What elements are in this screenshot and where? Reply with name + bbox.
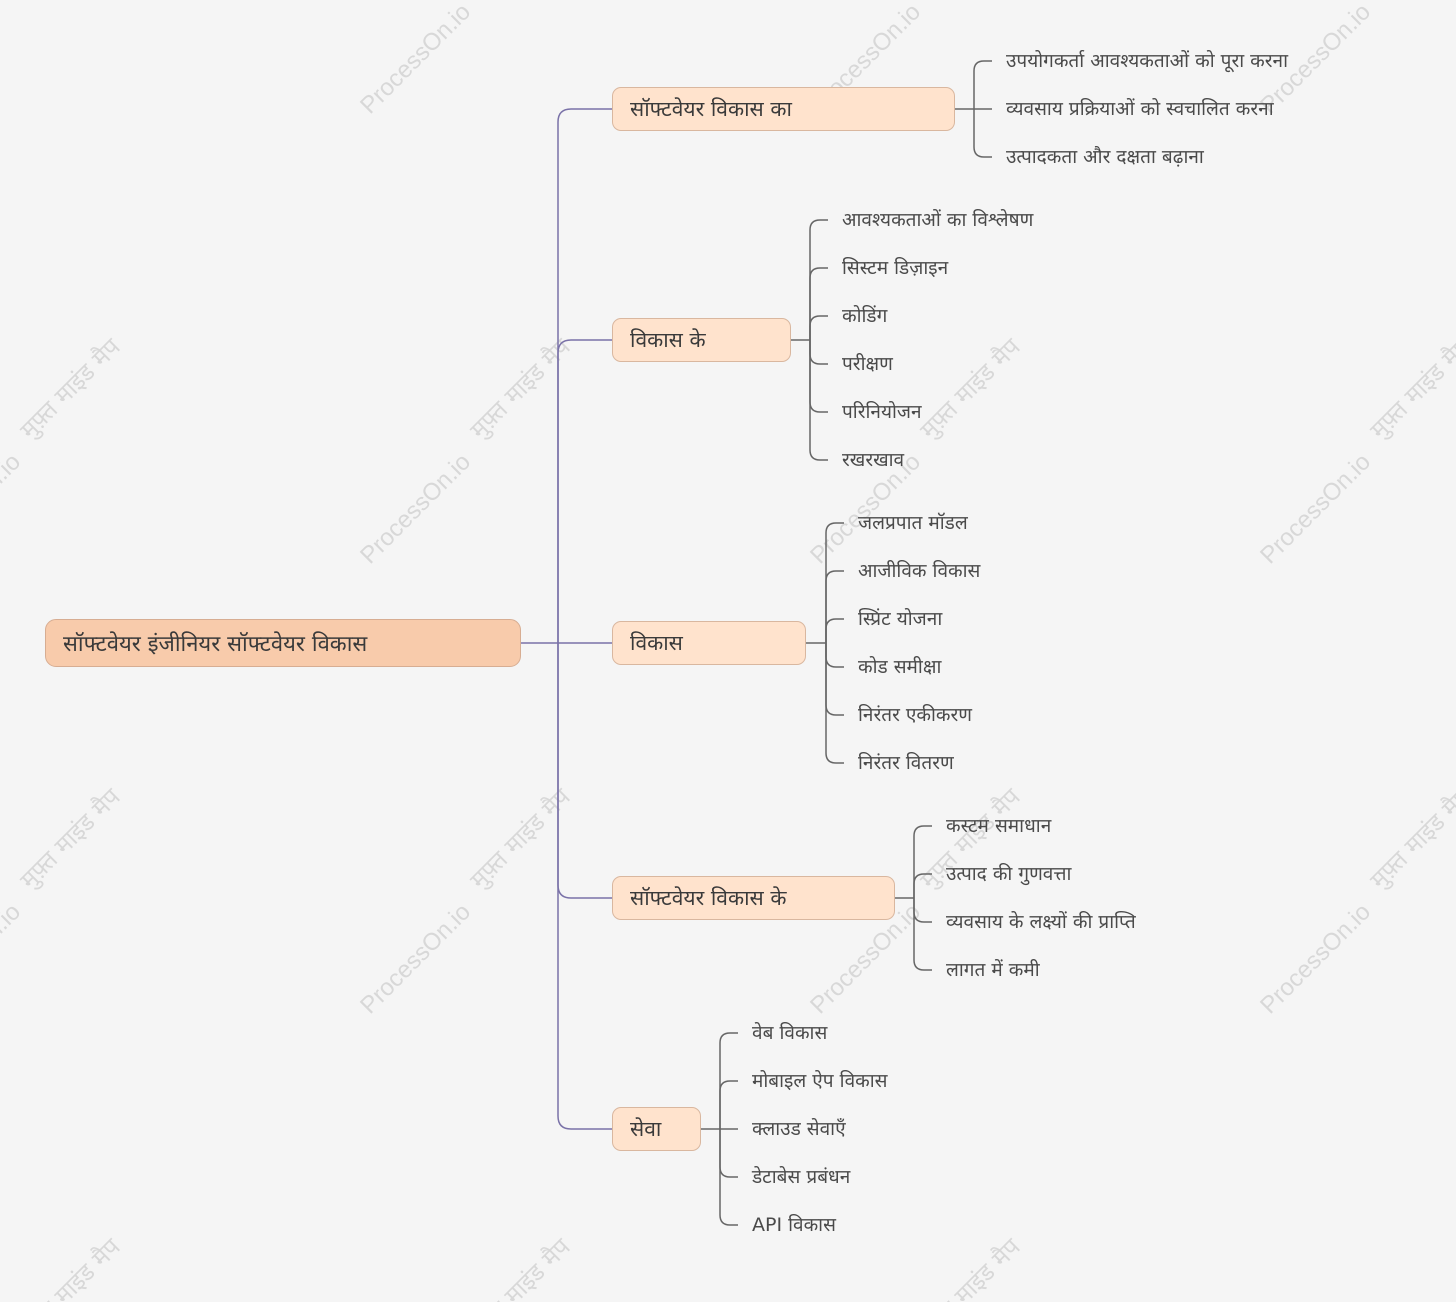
watermark-text: मुफ़्त माइंड मैप — [14, 333, 126, 445]
connector-leaf-4 — [913, 873, 932, 898]
connector-branch-2 — [557, 339, 612, 643]
connector-leaf-3 — [825, 618, 844, 643]
leaf-topic[interactable]: उपयोगकर्ता आवश्यकताओं को पूरा करना — [1006, 50, 1289, 72]
branch-node-3[interactable]: विकास — [612, 621, 806, 665]
watermark-text: मुफ़्त माइंड मैप — [14, 783, 126, 895]
watermark-text: ProcessOn.io — [0, 898, 26, 1019]
watermark-text: ProcessOn.io — [1255, 448, 1376, 569]
watermark-text: ProcessOn.io — [355, 0, 476, 119]
leaf-topic[interactable]: कोड समीक्षा — [858, 656, 942, 678]
leaf-topic[interactable]: आवश्यकताओं का विश्लेषण — [842, 209, 1034, 231]
leaf-topic[interactable]: उत्पादकता और दक्षता बढ़ाना — [1006, 146, 1204, 168]
root-node-label: सॉफ्टवेयर इंजीनियर सॉफ्टवेयर विकास — [63, 632, 368, 657]
connector-leaf-2 — [809, 340, 828, 413]
connector-leaf-3 — [825, 643, 844, 716]
leaf-topic[interactable]: वेब विकास — [752, 1022, 828, 1044]
leaf-topic[interactable]: रखरखाव — [842, 449, 905, 471]
connector-branch-5 — [557, 643, 612, 1130]
leaf-topic[interactable]: उत्पाद की गुणवत्ता — [946, 863, 1072, 885]
leaf-topic[interactable]: लागत में कमी — [946, 959, 1040, 981]
watermark-text: ProcessOn.io — [1255, 898, 1376, 1019]
branch-node-label: सॉफ्टवेयर विकास के — [630, 886, 787, 910]
connector-leaf-3 — [825, 643, 844, 668]
leaf-topic[interactable]: कस्टम समाधान — [946, 815, 1052, 837]
connector-leaf-2 — [809, 340, 828, 365]
connector-leaf-3 — [825, 570, 844, 643]
watermark-text: मुफ़्त माइंड मैप — [14, 1233, 126, 1302]
leaf-topic[interactable]: मोबाइल ऐप विकास — [752, 1070, 888, 1092]
connector-leaf-4 — [913, 898, 932, 971]
leaf-topic[interactable]: आजीविक विकास — [858, 560, 981, 582]
branch-node-1[interactable]: सॉफ्टवेयर विकास का — [612, 87, 955, 131]
leaf-topic[interactable]: निरंतर वितरण — [858, 752, 954, 774]
connector-leaf-1 — [973, 60, 992, 109]
leaf-topic[interactable]: API विकास — [752, 1214, 836, 1236]
leaf-connectors — [701, 60, 992, 1226]
leaf-topic[interactable]: व्यवसाय प्रक्रियाओं को स्वचालित करना — [1006, 98, 1274, 120]
leaf-topic[interactable]: क्लाउड सेवाएँ — [752, 1118, 846, 1140]
watermark-text: मुफ़्त माइंड मैप — [1364, 333, 1456, 445]
watermark-text: मुफ़्त माइंड मैप — [1364, 783, 1456, 895]
leaf-topic[interactable]: निरंतर एकीकरण — [858, 704, 972, 726]
watermark-text: ProcessOn.io — [0, 448, 26, 569]
branch-node-label: विकास — [630, 631, 683, 655]
connector-leaf-2 — [809, 219, 828, 340]
connector-leaf-3 — [825, 643, 844, 764]
connector-leaf-2 — [809, 315, 828, 340]
branch-node-4[interactable]: सॉफ्टवेयर विकास के — [612, 876, 895, 920]
branch-node-label: सेवा — [630, 1117, 662, 1141]
leaf-topic[interactable]: परिनियोजन — [842, 401, 922, 423]
root-node[interactable]: सॉफ्टवेयर इंजीनियर सॉफ्टवेयर विकास — [45, 619, 521, 667]
watermark-text: मुफ़्त माइंड मैप — [464, 1233, 576, 1302]
connector-branch-1 — [557, 108, 612, 643]
connector-leaf-5 — [719, 1080, 738, 1129]
connector-leaf-5 — [719, 1032, 738, 1129]
watermark-text: ProcessOn.io — [355, 898, 476, 1019]
branch-node-label: विकास के — [630, 328, 706, 352]
connector-leaf-5 — [719, 1129, 738, 1226]
connector-branch-4 — [557, 643, 612, 899]
connector-leaf-4 — [913, 825, 932, 898]
branch-node-5[interactable]: सेवा — [612, 1107, 701, 1151]
branch-node-2[interactable]: विकास के — [612, 318, 791, 362]
leaf-topic[interactable]: परीक्षण — [842, 353, 893, 375]
connector-leaf-1 — [973, 109, 992, 158]
main-connectors — [521, 108, 612, 1130]
watermark-text: मुफ़्त माइंड मैप — [914, 333, 1026, 445]
watermark-text: मुफ़्त माइंड मैप — [464, 783, 576, 895]
connector-leaf-2 — [809, 267, 828, 340]
leaf-topic[interactable]: सिस्टम डिज़ाइन — [842, 257, 949, 279]
watermark-text: ProcessOn.io — [355, 448, 476, 569]
leaf-topic[interactable]: कोडिंग — [842, 305, 888, 327]
connector-leaf-5 — [719, 1129, 738, 1178]
leaf-topic[interactable]: डेटाबेस प्रबंधन — [752, 1166, 851, 1188]
leaf-topic[interactable]: व्यवसाय के लक्ष्यों की प्राप्ति — [946, 911, 1136, 933]
leaf-topic[interactable]: जलप्रपात मॉडल — [858, 512, 968, 534]
branch-node-label: सॉफ्टवेयर विकास का — [630, 97, 792, 121]
watermark-text: मुफ़्त माइंड मैप — [914, 1233, 1026, 1302]
connector-leaf-3 — [825, 522, 844, 643]
watermark-text: मुफ़्त माइंड मैप — [464, 333, 576, 445]
connector-leaf-2 — [809, 340, 828, 461]
leaf-topic[interactable]: स्प्रिंट योजना — [858, 608, 943, 630]
